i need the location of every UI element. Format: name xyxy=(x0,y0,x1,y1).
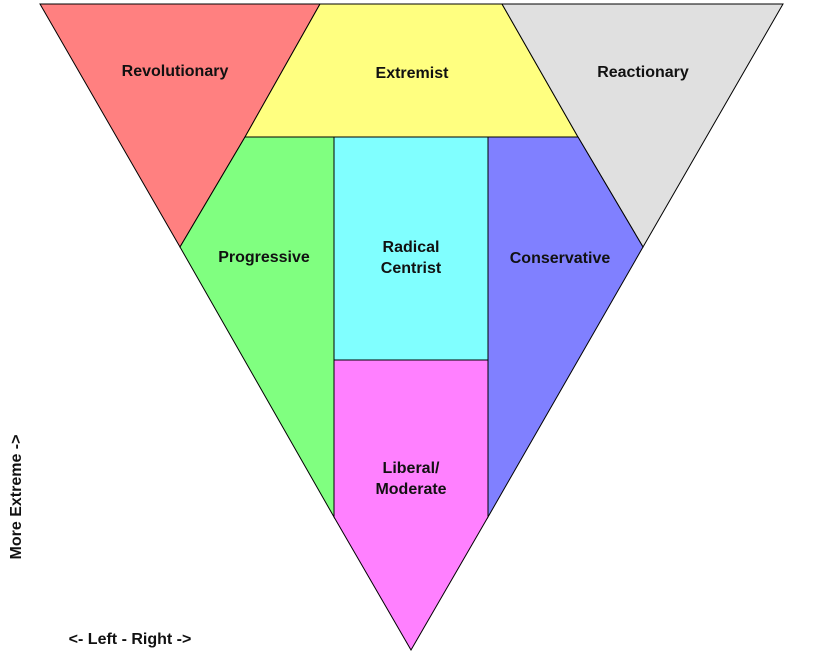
region-liberal-moderate xyxy=(333,359,489,651)
axis-label-horizontal: <- Left - Right -> xyxy=(69,631,192,648)
label-conservative: Conservative xyxy=(510,250,611,267)
axis-label-vertical: More Extreme -> xyxy=(8,435,25,560)
label-radical-line2: Centrist xyxy=(381,260,442,277)
label-progressive: Progressive xyxy=(218,249,310,266)
label-revolutionary: Revolutionary xyxy=(122,63,229,80)
label-reactionary: Reactionary xyxy=(597,64,689,81)
label-radical-line1: Radical xyxy=(383,239,440,256)
label-liberal-line2: Moderate xyxy=(375,481,446,498)
label-liberal-line1: Liberal/ xyxy=(383,460,440,477)
label-extremist: Extremist xyxy=(376,65,450,82)
